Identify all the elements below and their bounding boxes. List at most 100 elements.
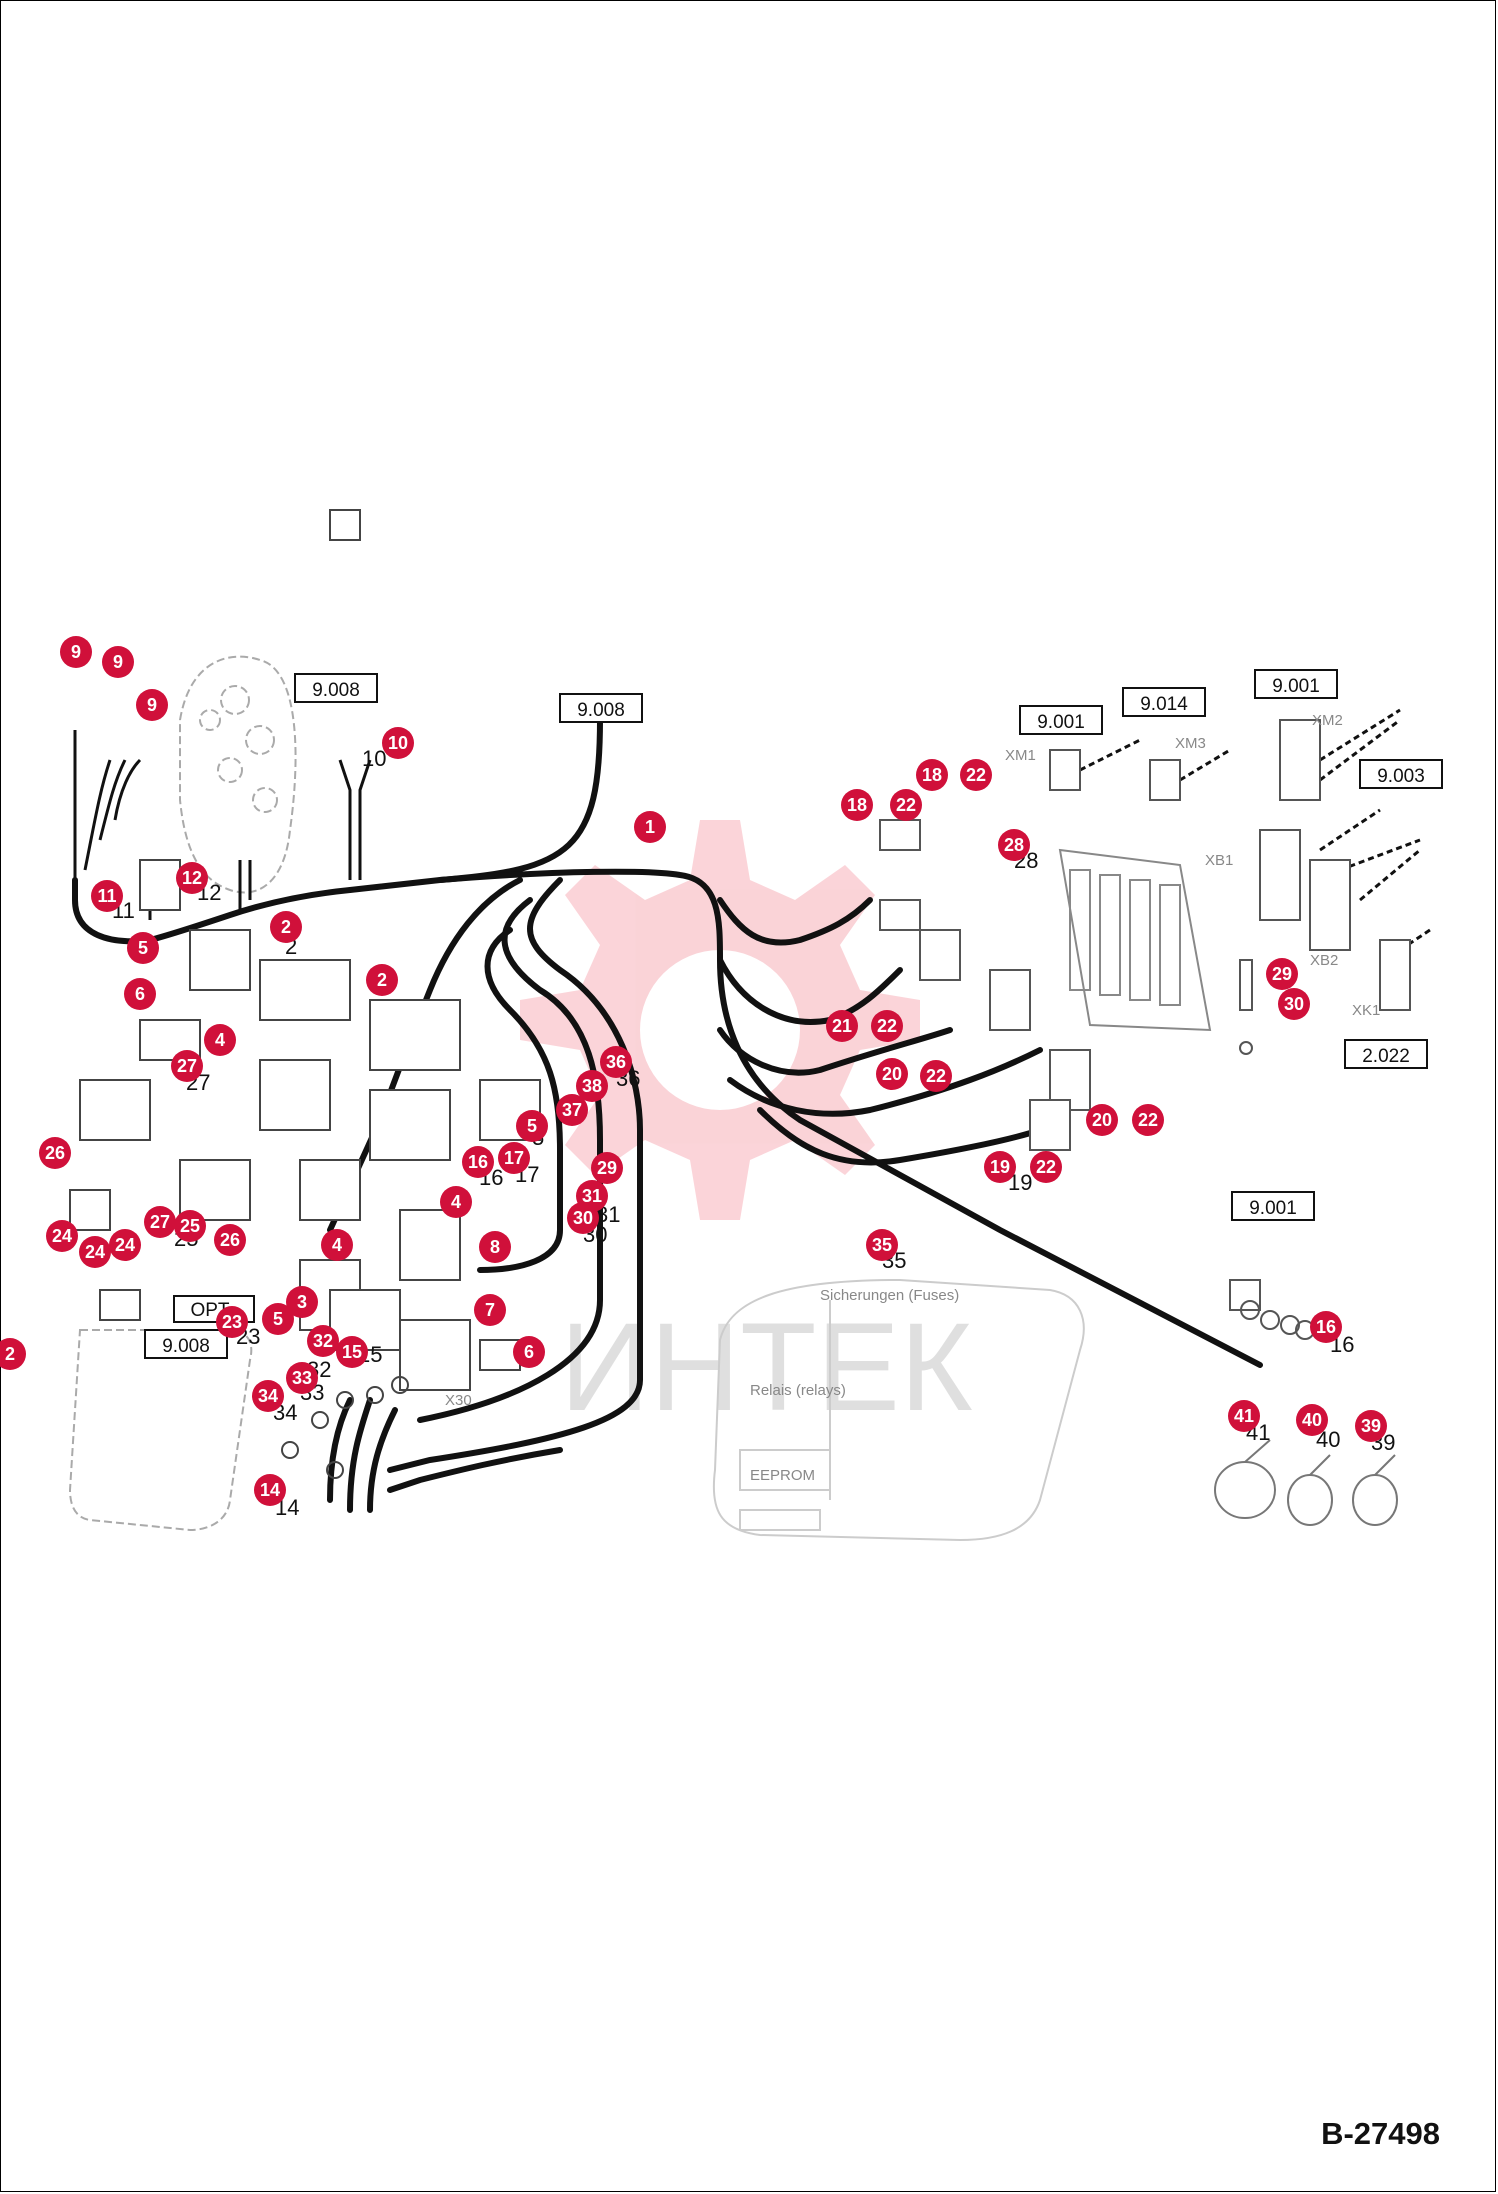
svg-text:19: 19 — [990, 1157, 1010, 1177]
ref-9-008-c: 9.008 — [162, 1336, 210, 1357]
part-badge: 34 — [252, 1380, 284, 1412]
part-badge: 5 — [516, 1110, 548, 1142]
watermark-text: ИНТЕК — [560, 1298, 973, 1437]
svg-text:18: 18 — [922, 765, 942, 785]
svg-text:15: 15 — [342, 1342, 362, 1362]
svg-text:24: 24 — [115, 1235, 135, 1255]
svg-text:11: 11 — [97, 886, 116, 906]
part-badge: 12 — [176, 862, 208, 894]
part-badge: 20 — [1086, 1104, 1118, 1136]
svg-text:22: 22 — [926, 1066, 946, 1086]
part-badge: 33 — [286, 1362, 318, 1394]
svg-text:5: 5 — [527, 1116, 537, 1136]
right-connectors — [879, 719, 1411, 1311]
fuse-panel-title: Sicherungen (Fuses) — [820, 1287, 959, 1304]
part-badge: 19 — [984, 1151, 1016, 1183]
svg-text:22: 22 — [966, 765, 986, 785]
part-badge: 20 — [876, 1058, 908, 1090]
part-badge: 8 — [479, 1231, 511, 1263]
label-xb2: XB2 — [1310, 952, 1338, 969]
part-badge: 37 — [556, 1094, 588, 1126]
svg-text:5: 5 — [273, 1309, 283, 1329]
svg-text:20: 20 — [882, 1064, 902, 1084]
part-badge: 16 — [462, 1146, 494, 1178]
label-x30: X30 — [445, 1392, 472, 1409]
part-badge: 3 — [286, 1286, 318, 1318]
relay-panel-title: Relais (relays) — [750, 1382, 846, 1399]
svg-text:22: 22 — [1036, 1157, 1056, 1177]
ring-terminals — [281, 1376, 409, 1479]
part-badge: 24 — [46, 1220, 78, 1252]
svg-text:25: 25 — [180, 1216, 200, 1236]
svg-text:41: 41 — [1234, 1406, 1254, 1426]
dashed-wires — [1079, 708, 1431, 952]
svg-text:37: 37 — [562, 1100, 582, 1120]
part-badge: 10 — [382, 727, 414, 759]
svg-text:2: 2 — [5, 1344, 15, 1364]
svg-text:9: 9 — [113, 652, 123, 672]
ref-9-008-a: 9.008 — [312, 680, 360, 701]
part-badge: 14 — [254, 1474, 286, 1506]
part-badge: 35 — [866, 1229, 898, 1261]
part-badge: 22 — [871, 1010, 903, 1042]
ref-9-003: 9.003 — [1377, 766, 1425, 787]
svg-text:22: 22 — [877, 1016, 897, 1036]
part-badge: 27 — [144, 1206, 176, 1238]
part-badge: 26 — [214, 1224, 246, 1256]
svg-text:23: 23 — [222, 1312, 242, 1332]
part-badge: 18 — [916, 759, 948, 791]
svg-text:22: 22 — [1138, 1110, 1158, 1130]
part-badge: 4 — [440, 1186, 472, 1218]
svg-text:10: 10 — [388, 733, 408, 753]
svg-text:4: 4 — [332, 1235, 342, 1255]
svg-text:9: 9 — [71, 642, 81, 662]
part-badge: 4 — [204, 1024, 236, 1056]
part-badge: 15 — [336, 1336, 368, 1368]
part-badge: 24 — [79, 1236, 111, 1268]
part-badge: 5 — [127, 932, 159, 964]
part-badge: 27 — [171, 1050, 203, 1082]
part-badge: 9 — [60, 636, 92, 668]
part-badge: 2 — [366, 964, 398, 996]
part-badge: 22 — [1132, 1104, 1164, 1136]
svg-text:7: 7 — [485, 1300, 495, 1320]
svg-text:30: 30 — [1284, 994, 1304, 1014]
svg-text:16: 16 — [468, 1152, 488, 1172]
part-badge: 9 — [102, 646, 134, 678]
svg-text:26: 26 — [220, 1230, 240, 1250]
part-badge: 28 — [998, 829, 1030, 861]
part-badge: 1 — [634, 811, 666, 843]
part-badge: 11 — [91, 880, 123, 912]
part-badge: 22 — [960, 759, 992, 791]
part-badges: 9 9 9 10 1 11 12 2 5 2 6 4 27 36 38 37 5… — [0, 636, 1387, 1506]
svg-text:3: 3 — [297, 1292, 307, 1312]
svg-text:39: 39 — [1361, 1416, 1381, 1436]
svg-text:21: 21 — [832, 1016, 852, 1036]
label-xm2: XM2 — [1312, 712, 1343, 729]
svg-text:32: 32 — [313, 1331, 333, 1351]
ref-9-014: 9.014 — [1140, 694, 1188, 715]
part-badge: 2 — [270, 911, 302, 943]
svg-text:35: 35 — [872, 1235, 892, 1255]
svg-text:14: 14 — [260, 1480, 280, 1500]
svg-text:18: 18 — [847, 795, 867, 815]
cable-ties — [1214, 1439, 1398, 1526]
part-badge: 39 — [1355, 1410, 1387, 1442]
part-badge: 7 — [474, 1294, 506, 1326]
svg-text:34: 34 — [258, 1386, 278, 1406]
svg-text:28: 28 — [1004, 835, 1024, 855]
part-badge: 40 — [1296, 1404, 1328, 1436]
part-badge: 32 — [307, 1325, 339, 1357]
part-badge: 16 — [1310, 1311, 1342, 1343]
label-xm1: XM1 — [1005, 747, 1036, 764]
svg-text:17: 17 — [504, 1148, 524, 1168]
lower-left-panel — [68, 1329, 253, 1532]
ref-9-008-b: 9.008 — [577, 700, 625, 721]
svg-text:6: 6 — [135, 984, 145, 1004]
part-badge: 36 — [600, 1046, 632, 1078]
part-badge: 22 — [920, 1060, 952, 1092]
svg-text:16: 16 — [1316, 1317, 1336, 1337]
svg-text:33: 33 — [292, 1368, 312, 1388]
